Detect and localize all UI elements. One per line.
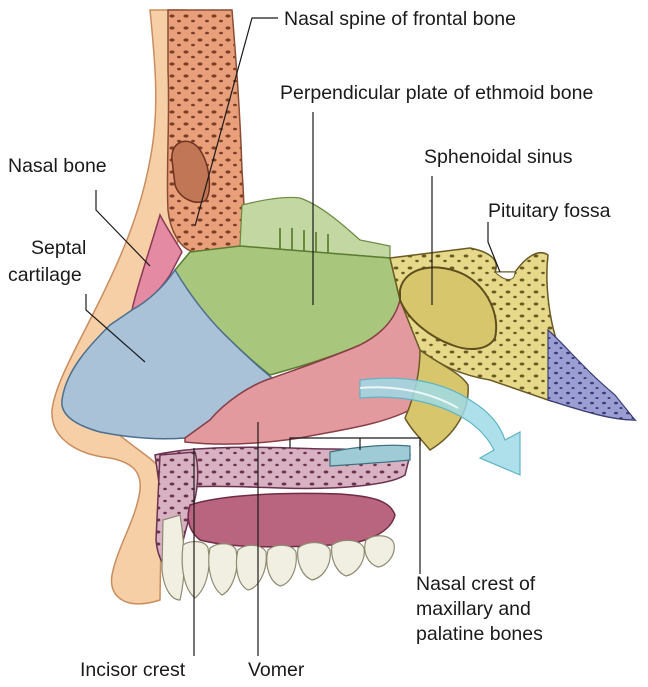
label-nasal-crest-line3: palatine bones xyxy=(416,623,543,645)
cribriform-plate xyxy=(239,196,391,259)
sphenoidal-sinus xyxy=(399,266,498,351)
leader-lines xyxy=(85,17,501,656)
frontal-sinus xyxy=(171,140,211,204)
label-nasal-bone: Nasal bone xyxy=(8,155,107,177)
label-nasal-crest-line2: maxillary and xyxy=(416,598,531,620)
label-sphenoidal-sinus: Sphenoidal sinus xyxy=(424,146,573,168)
label-nasal-crest-line1: Nasal crest of xyxy=(416,573,536,595)
label-pituitary-fossa: Pituitary fossa xyxy=(488,200,611,222)
airflow-arrow xyxy=(359,377,521,476)
frontal-bone xyxy=(166,9,245,253)
label-septal-cartilage-line2: cartilage xyxy=(8,264,82,286)
cribriform-foramina xyxy=(279,228,329,254)
pituitary-fossa-notch xyxy=(493,271,516,280)
label-nasal-spine-of-frontal-bone: Nasal spine of frontal bone xyxy=(284,8,516,30)
label-vomer: Vomer xyxy=(248,659,305,681)
label-septal-cartilage-line1: Septal xyxy=(31,237,86,259)
teeth xyxy=(161,514,395,601)
tongue xyxy=(187,492,396,548)
vomer xyxy=(184,298,426,445)
label-perpendicular-plate: Perpendicular plate of ethmoid bone xyxy=(280,82,593,104)
label-incisor-crest: Incisor crest xyxy=(80,659,186,681)
clivus-region xyxy=(547,328,637,421)
